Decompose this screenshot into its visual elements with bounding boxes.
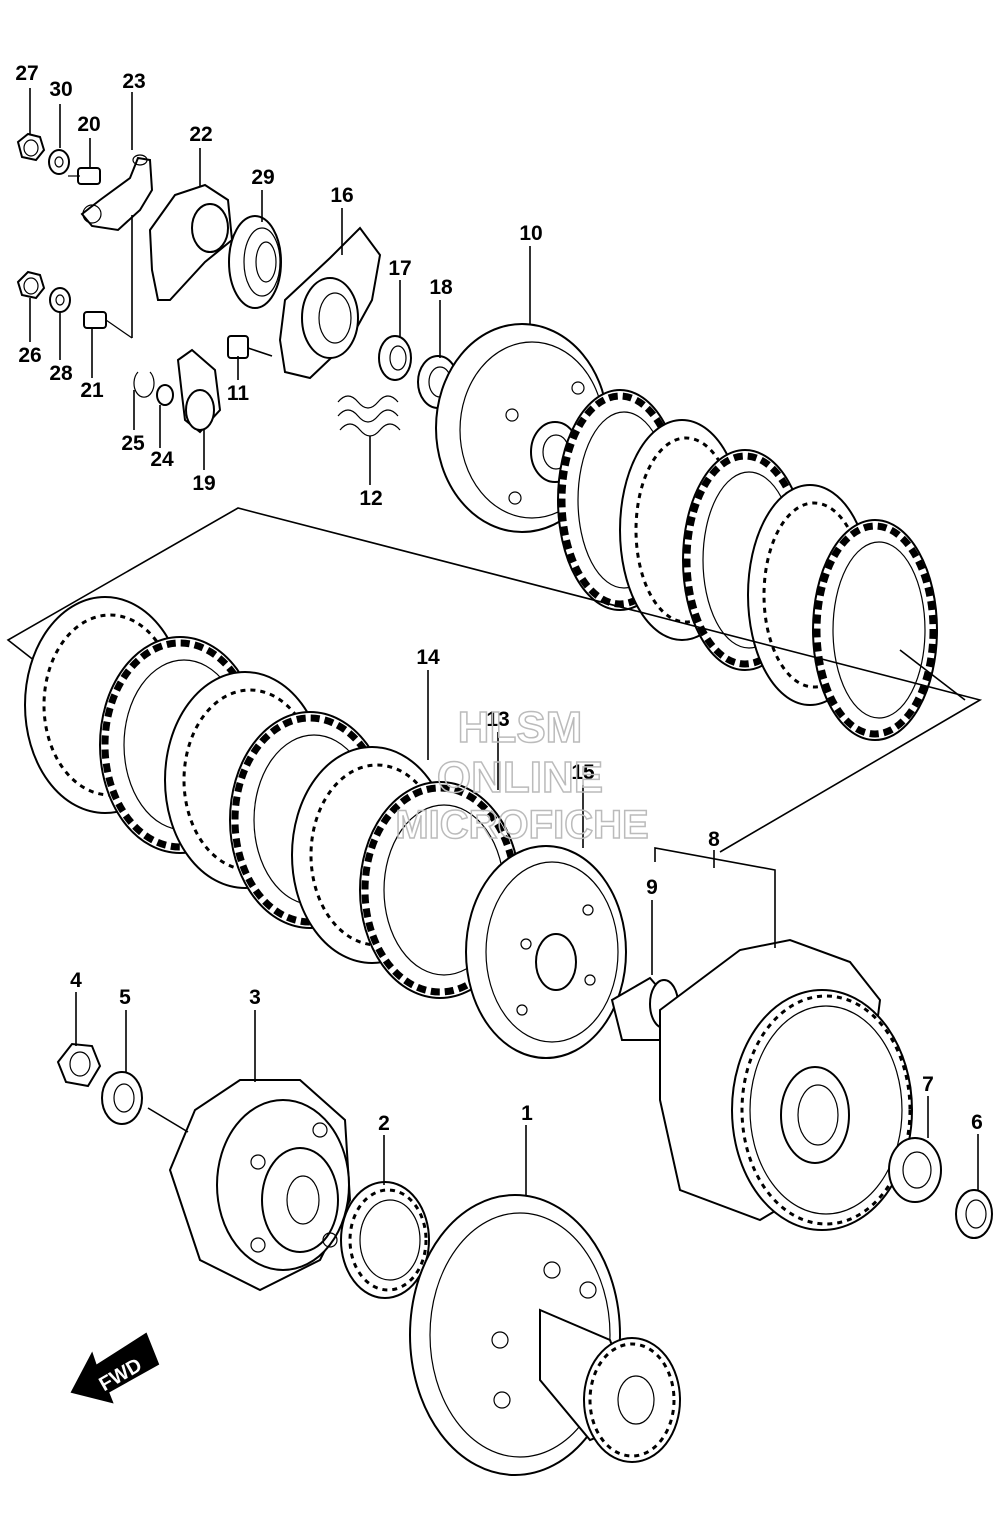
callout-13: 13 [486, 708, 509, 731]
watermark-line2: ONLINE [437, 753, 603, 802]
part-24-washer [156, 384, 174, 406]
callout-30: 30 [49, 78, 72, 101]
upper-plate-stack [557, 389, 938, 741]
callout-22: 22 [189, 123, 212, 146]
callout-29: 29 [251, 166, 274, 189]
callout-19: 19 [192, 472, 215, 495]
part-22-cover [148, 183, 234, 301]
callout-26: 26 [18, 344, 41, 367]
callout-6: 6 [971, 1111, 983, 1134]
part-7-washer [888, 1137, 942, 1203]
callout-23: 23 [122, 70, 145, 93]
part-27-nut [16, 132, 46, 162]
callout-5: 5 [119, 986, 131, 1009]
callout-1: 1 [521, 1102, 533, 1125]
callout-labels: 27 30 20 23 22 29 16 17 18 10 26 28 21 1… [15, 62, 983, 1135]
callout-14: 14 [416, 646, 440, 669]
callout-9: 9 [646, 876, 658, 899]
callout-21: 21 [80, 379, 104, 402]
part-28-washer [49, 287, 71, 313]
callout-11: 11 [227, 382, 250, 405]
part-30-washer [48, 149, 70, 175]
callout-15: 15 [571, 761, 595, 784]
part-19-arm [176, 348, 222, 434]
callout-25: 25 [121, 432, 145, 455]
part-5-washer [101, 1071, 143, 1125]
part-3-clutch-carrier [168, 1079, 352, 1292]
part-29-bearing [228, 215, 282, 309]
callout-16: 16 [330, 184, 353, 207]
part-25-circlip [133, 371, 155, 398]
part-6-bushing [955, 1189, 993, 1239]
callout-24: 24 [150, 448, 174, 471]
part-8-clutch-housing [659, 938, 913, 1231]
watermark-line1: HLSM [458, 703, 583, 752]
part-23-lever [80, 154, 154, 232]
callout-12: 12 [359, 487, 382, 510]
callout-10: 10 [519, 222, 542, 245]
fwd-arrow: FWD [70, 1332, 160, 1404]
part-16-lifter [278, 226, 382, 380]
callout-20: 20 [77, 113, 100, 136]
callout-7: 7 [922, 1073, 934, 1096]
callout-2: 2 [378, 1112, 390, 1135]
callout-8: 8 [708, 828, 720, 851]
part-1-drive-gear [409, 1194, 681, 1476]
lower-plate-stack [24, 596, 521, 999]
part-21-bolt [83, 311, 133, 339]
part-4-nut [56, 1042, 102, 1088]
callout-27: 27 [15, 62, 38, 85]
leader-lines [29, 88, 979, 1196]
part-20-bolt [68, 167, 101, 185]
watermark-line3: MICROFICHE [395, 803, 648, 847]
part-26-nut [16, 270, 46, 300]
watermark: HLSM ONLINE MICROFICHE [395, 702, 650, 848]
callout-17: 17 [388, 257, 411, 280]
part-17-bearing [378, 335, 412, 381]
callout-18: 18 [429, 276, 453, 299]
callout-28: 28 [49, 362, 73, 385]
part-15-plate [465, 845, 627, 1059]
callout-4: 4 [70, 969, 82, 992]
part-11-bolt [227, 335, 273, 359]
part-12-spring [337, 395, 401, 437]
callout-3: 3 [249, 986, 261, 1009]
plate-group-outline [6, 507, 983, 853]
part-2-one-way-clutch [340, 1181, 430, 1299]
